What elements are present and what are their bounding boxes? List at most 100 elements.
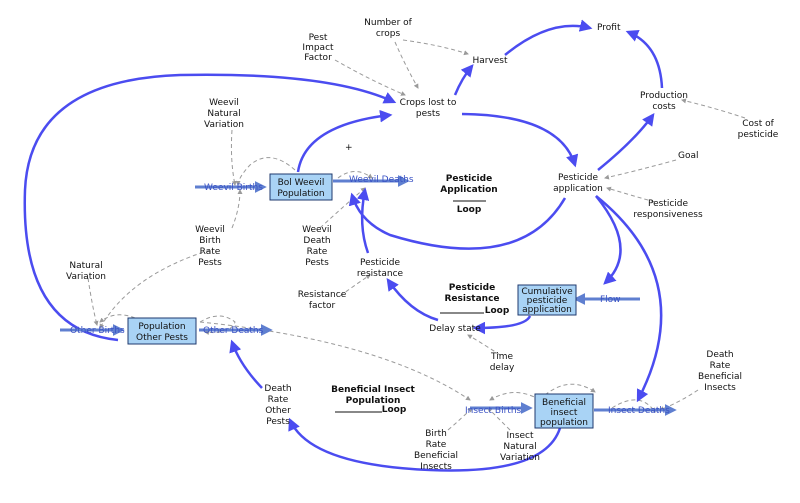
node-birth-rate-beneficial-insects[interactable]: Birth Rate Beneficial Insects (414, 429, 458, 472)
svg-text:crops: crops (376, 29, 401, 39)
arrow-resistance-weevildeaths (356, 187, 370, 254)
flow-insect-deaths[interactable]: Insect Deaths (608, 406, 670, 416)
flow-flow[interactable]: Flow (600, 295, 621, 305)
svg-text:Variation: Variation (66, 272, 106, 282)
node-pesticide-responsiveness[interactable]: Pesticide responsiveness (633, 199, 703, 220)
svg-text:Pesticide: Pesticide (558, 173, 599, 183)
node-time-delay[interactable]: Time delay (490, 352, 515, 373)
svg-text:Birth: Birth (425, 429, 447, 439)
stock-bol-weevil-line1: Bol Weevil (278, 178, 325, 188)
link-timedelay-delaystate (467, 334, 501, 356)
svg-text:Insects: Insects (420, 462, 452, 472)
flow-other-births[interactable]: Other Births (70, 326, 125, 336)
svg-text:Death: Death (264, 384, 291, 394)
arrow-pesticide-insectdeaths (595, 195, 663, 403)
stock-other-pests-line2: Other Pests (136, 333, 188, 343)
svg-text:Pesticide: Pesticide (446, 174, 492, 184)
node-weevil-death-rate-pests[interactable]: Weevil Death Rate Pests (302, 225, 332, 268)
loop-arrows (23, 19, 664, 472)
svg-text:Factor: Factor (304, 53, 332, 63)
stock-cumulative-pesticide[interactable]: Cumulative pesticide application (517, 284, 577, 316)
svg-text:Production: Production (640, 91, 688, 101)
svg-text:Number of: Number of (364, 18, 413, 28)
stock-population-other-pests[interactable]: Population Other Pests (127, 317, 197, 345)
svg-text:Pests: Pests (305, 258, 329, 268)
node-death-rate-beneficial-insects[interactable]: Death Rate Beneficial Insects (698, 350, 742, 393)
link-number-of-crops-harvest (402, 39, 469, 56)
link-number-of-crops-crops-lost (394, 41, 419, 89)
svg-text:Weevil: Weevil (209, 98, 239, 108)
stock-beneficial-insect[interactable]: Beneficial insect population (534, 393, 594, 429)
node-production-costs[interactable]: Production costs (640, 91, 688, 112)
svg-text:costs: costs (652, 102, 676, 112)
svg-text:Natural: Natural (69, 261, 102, 271)
node-cost-of-pesticide[interactable]: Cost of pesticide (738, 119, 779, 140)
link-responsiveness-pesticide (606, 186, 656, 203)
node-pesticide-resistance[interactable]: Pesticide resistance (357, 258, 404, 279)
arrow-pesticide-production (597, 112, 655, 171)
svg-text:Pest: Pest (309, 33, 328, 43)
svg-text:factor: factor (309, 301, 336, 311)
node-insect-natural-variation[interactable]: Insect Natural Variation (500, 431, 540, 463)
node-resistance-factor[interactable]: Resistance factor (298, 290, 347, 311)
loop-label-beneficial-insect-population: Beneficial Insect Population Loop (331, 385, 415, 415)
node-delay-state[interactable]: Delay state (429, 324, 481, 334)
node-profit[interactable]: Profit (597, 23, 621, 33)
svg-text:Pests: Pests (198, 258, 222, 268)
flow-weevil-births[interactable]: Weevil Births (204, 183, 263, 193)
link-insect-natvar-births (487, 407, 511, 431)
svg-text:Death: Death (303, 236, 330, 246)
stock-bol-weevil[interactable]: Bol Weevil Population (269, 173, 333, 201)
svg-text:Variation: Variation (204, 120, 244, 130)
node-harvest[interactable]: Harvest (472, 56, 508, 66)
flow-insect-births[interactable]: Insect Births (465, 406, 522, 416)
node-goal[interactable]: Goal (678, 151, 699, 161)
node-death-rate-other-pests[interactable]: Death Rate Other Pests (264, 384, 291, 427)
link-resfactor-resistance (339, 274, 371, 297)
arrow-crops-pesticide (461, 112, 579, 168)
node-weevil-natural-variation[interactable]: Weevil Natural Variation (204, 98, 244, 130)
node-crops-lost-to-pests[interactable]: Crops lost to pests (400, 98, 457, 119)
link-other-to-insect-births (199, 321, 471, 401)
stock-beneficial-line3: population (540, 418, 588, 428)
link-pest-impact-crops-lost (334, 59, 406, 96)
link-ben-pop-deaths-loop (544, 383, 596, 396)
node-natural-variation[interactable]: Natural Variation (66, 261, 106, 282)
svg-text:Weevil: Weevil (302, 225, 332, 235)
stock-bol-weevil-line2: Population (277, 189, 324, 199)
link-ben-pop-births-loop (489, 392, 541, 401)
link-deathrate-ben-deaths (659, 389, 699, 411)
svg-text:Beneficial: Beneficial (698, 372, 742, 382)
link-pop-other-deaths (199, 315, 236, 335)
node-number-of-crops[interactable]: Number of crops (364, 18, 413, 39)
svg-text:Pesticide: Pesticide (360, 258, 401, 268)
dashed-links (87, 39, 746, 431)
arrow-pesticide-weevildeaths (348, 192, 567, 250)
svg-text:Death: Death (706, 350, 733, 360)
loop-label-pesticide-resistance: Pesticide Resistance Loop (440, 283, 510, 316)
svg-text:Natural: Natural (207, 109, 240, 119)
arrow-harvest-profit (504, 19, 593, 56)
node-pest-impact-factor[interactable]: Pest Impact Factor (302, 33, 334, 63)
flow-other-deaths[interactable]: Other Deaths (203, 326, 264, 336)
node-pesticide-application[interactable]: Pesticide application (553, 173, 603, 194)
svg-text:Variation: Variation (500, 453, 540, 463)
svg-text:Pesticide: Pesticide (648, 199, 689, 209)
arrow-pesticide-cumulative (595, 195, 622, 285)
stock-cumulative-line1: Cumulative (521, 287, 573, 297)
plus-mark: + (345, 143, 353, 153)
link-cost-production (681, 98, 746, 119)
arrow-other-crops (23, 73, 397, 342)
arrow-weevil-crops (296, 109, 393, 173)
flow-weevil-deaths[interactable]: Weevil Deaths (349, 175, 414, 185)
svg-text:Insect: Insect (506, 431, 534, 441)
svg-text:delay: delay (490, 363, 515, 373)
svg-text:responsiveness: responsiveness (633, 210, 703, 220)
svg-text:Beneficial Insect: Beneficial Insect (331, 385, 415, 395)
stock-other-pests-line1: Population (138, 322, 185, 332)
node-weevil-birth-rate-pests[interactable]: Weevil Birth Rate Pests (195, 225, 225, 268)
svg-text:application: application (553, 184, 603, 194)
svg-text:Insects: Insects (704, 383, 736, 393)
